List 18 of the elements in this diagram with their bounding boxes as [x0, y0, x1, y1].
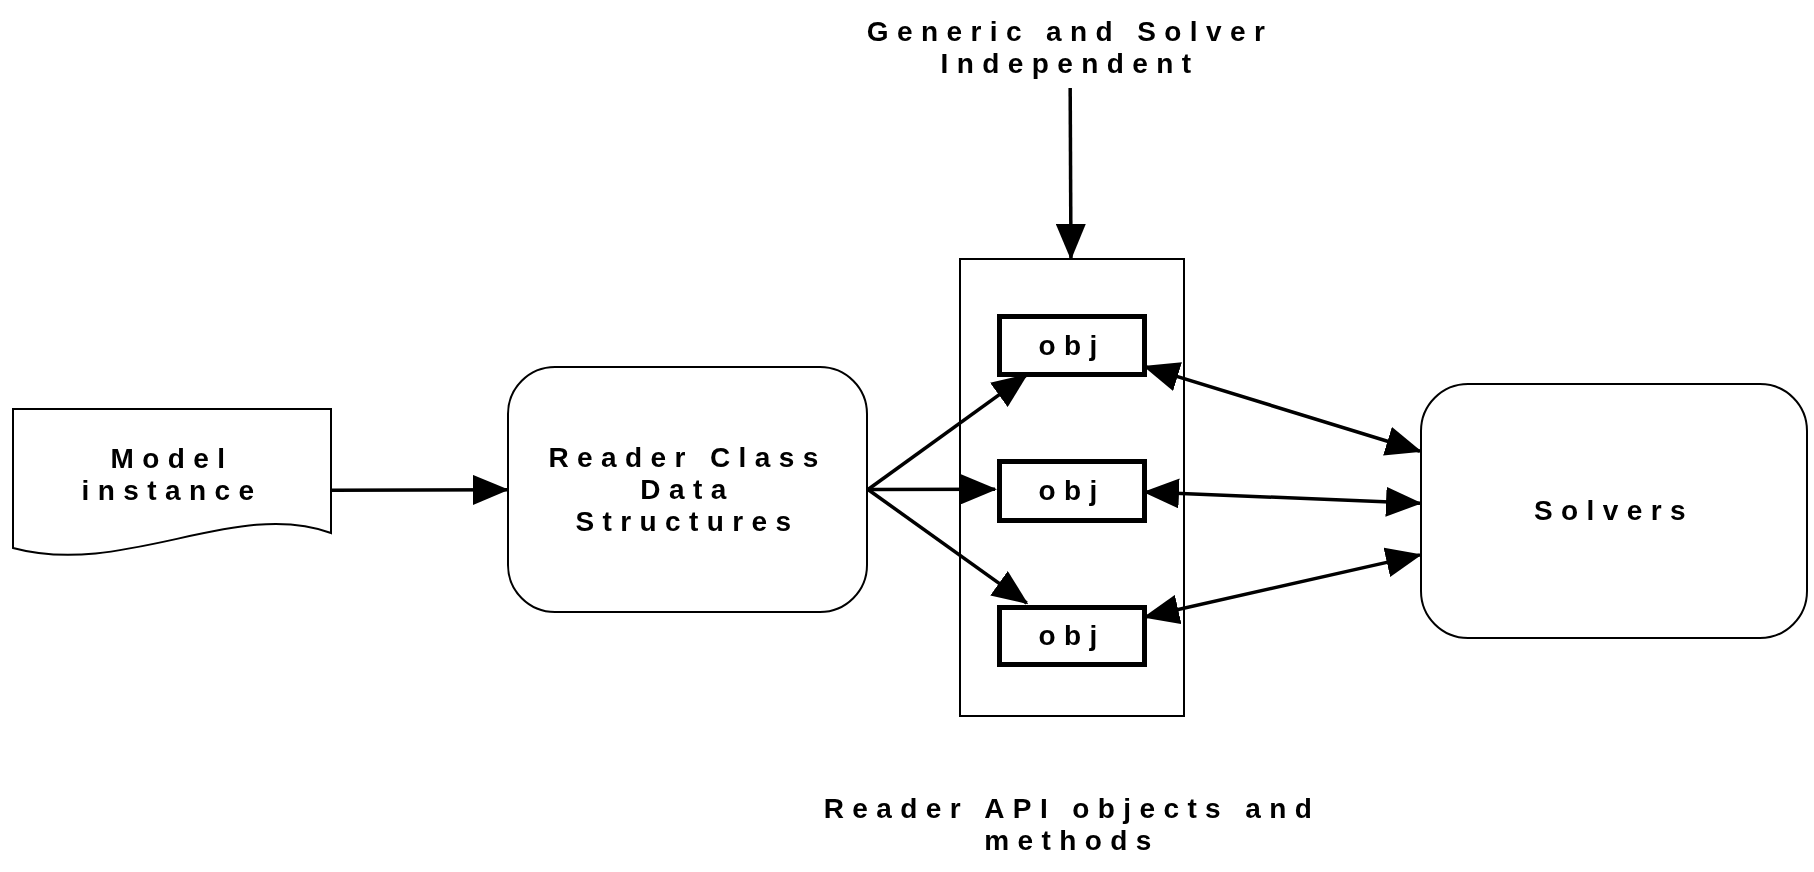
- object-box: [997, 605, 1147, 667]
- node-label: Model instance: [80, 442, 264, 507]
- object-box: [997, 459, 1147, 523]
- node-label: obj: [1037, 620, 1107, 652]
- node-label: obj: [1037, 475, 1107, 507]
- arrow: [867, 488, 1029, 605]
- arrow: [1055, 88, 1086, 260]
- node-label: Reader Class Data Structures: [547, 441, 828, 538]
- object-box: [997, 314, 1147, 377]
- arrow: [868, 474, 997, 505]
- container-caption: Reader API objects and methods: [822, 793, 1322, 857]
- arrow: [332, 474, 509, 505]
- node-label: obj: [1037, 329, 1107, 362]
- rounded-box: [507, 366, 868, 613]
- container-box: [959, 258, 1185, 717]
- rounded-box: [1420, 383, 1808, 639]
- node-label: Solvers: [1533, 495, 1695, 527]
- node-label: Generic and Solver Independent: [865, 16, 1275, 80]
